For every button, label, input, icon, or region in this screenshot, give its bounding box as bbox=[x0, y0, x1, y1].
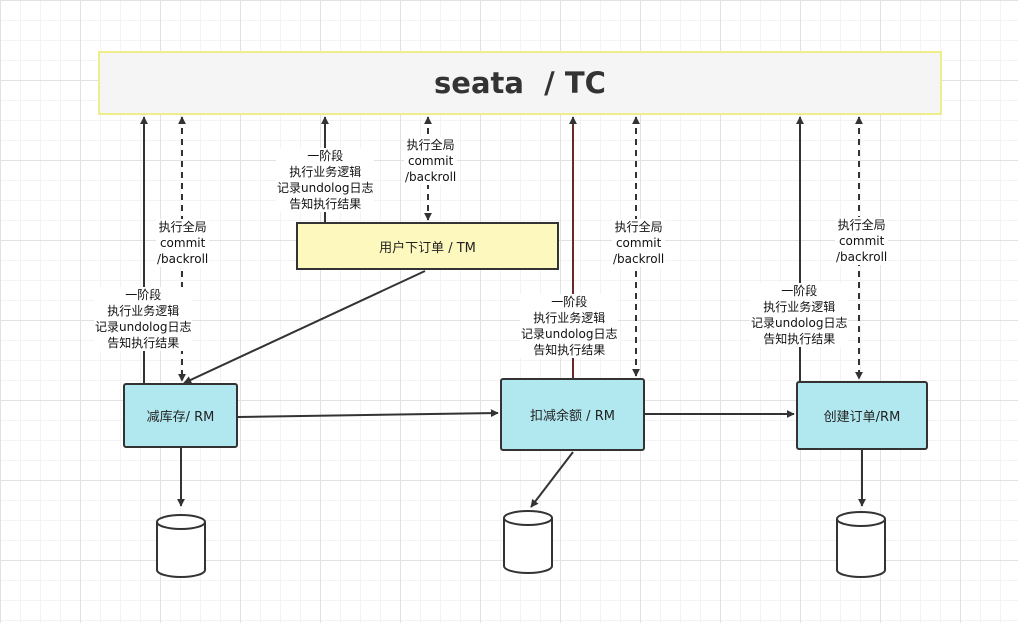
phase1-line: 记录undolog日志 bbox=[751, 316, 848, 330]
phase1-label: 一阶段 执行业务逻辑 记录undolog日志 告知执行结果 bbox=[750, 283, 849, 347]
phase1-label: 一阶段 执行业务逻辑 记录undolog日志 告知执行结果 bbox=[94, 287, 193, 351]
rm-label: 创建订单/RM bbox=[823, 410, 901, 425]
phase1-line: 记录undolog日志 bbox=[521, 327, 618, 341]
rm1-to-rm2-arrow bbox=[237, 409, 499, 418]
phase1-label: 一阶段 执行业务逻辑 记录undolog日志 告知执行结果 bbox=[520, 294, 619, 358]
phase1-line: 一阶段 bbox=[125, 288, 162, 302]
phase2-line: commit bbox=[407, 154, 454, 168]
phase2-line: 执行全局 bbox=[837, 218, 886, 232]
phase2-line: 执行全局 bbox=[158, 220, 207, 234]
database-icon-1 bbox=[156, 514, 206, 578]
database-icon-2 bbox=[503, 510, 553, 574]
phase1-line: 告知执行结果 bbox=[107, 336, 180, 350]
rm-label: 减库存/ RM bbox=[146, 410, 215, 425]
rm-label: 扣减余额 / RM bbox=[530, 409, 615, 424]
tc-bar: seata / TC bbox=[98, 51, 942, 115]
rm-box-inventory: 减库存/ RM bbox=[123, 383, 238, 448]
phase2-line: 执行全局 bbox=[406, 138, 455, 152]
phase1-line: 执行业务逻辑 bbox=[107, 304, 180, 318]
phase2-label: 执行全局 commit /backroll bbox=[156, 219, 210, 267]
phase1-line: 执行业务逻辑 bbox=[763, 300, 836, 314]
tm-to-rm1-arrow bbox=[183, 270, 426, 384]
phase1-line: 一阶段 bbox=[781, 284, 818, 298]
phase1-line: 一阶段 bbox=[551, 295, 588, 309]
phase2-label: 执行全局 commit /backroll bbox=[835, 217, 889, 265]
phase2-line: /backroll bbox=[836, 250, 888, 264]
phase1-line: 执行业务逻辑 bbox=[533, 311, 606, 325]
phase1-line: 执行业务逻辑 bbox=[289, 165, 362, 179]
phase1-line: 告知执行结果 bbox=[289, 197, 362, 211]
tm-box: 用户下订单 / TM bbox=[296, 222, 559, 270]
tc-title: seata / TC bbox=[434, 66, 606, 100]
phase1-label: 一阶段 执行业务逻辑 记录undolog日志 告知执行结果 bbox=[276, 148, 375, 212]
phase2-line: commit bbox=[615, 236, 662, 250]
phase2-label: 执行全局 commit /backroll bbox=[612, 219, 666, 267]
phase2-line: 执行全局 bbox=[614, 220, 663, 234]
rm-box-balance: 扣减余额 / RM bbox=[500, 378, 645, 451]
phase1-line: 记录undolog日志 bbox=[277, 181, 374, 195]
phase2-line: /backroll bbox=[157, 252, 209, 266]
tm-label: 用户下订单 / TM bbox=[379, 240, 476, 256]
rm2-to-db-arrow bbox=[530, 451, 574, 508]
phase2-line: /backroll bbox=[405, 170, 457, 184]
phase2-line: /backroll bbox=[613, 252, 665, 266]
database-icon-3 bbox=[836, 511, 886, 578]
phase2-line: commit bbox=[159, 236, 206, 250]
phase2-label: 执行全局 commit /backroll bbox=[404, 137, 458, 185]
phase1-line: 告知执行结果 bbox=[763, 332, 836, 346]
phase1-line: 告知执行结果 bbox=[533, 343, 606, 357]
phase1-line: 一阶段 bbox=[307, 149, 344, 163]
rm-box-order: 创建订单/RM bbox=[796, 381, 928, 450]
phase2-line: commit bbox=[838, 234, 885, 248]
phase1-line: 记录undolog日志 bbox=[95, 320, 192, 334]
